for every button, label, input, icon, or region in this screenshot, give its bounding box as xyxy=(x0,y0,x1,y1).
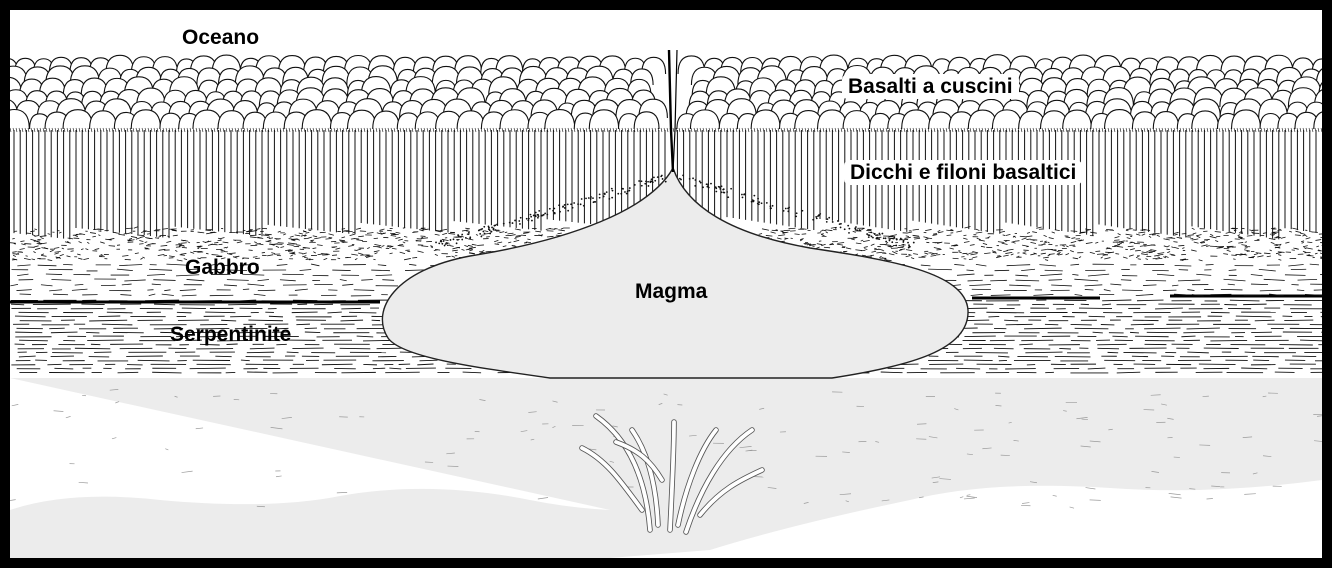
label-pillow-basalts: Basalti a cuscini xyxy=(842,74,1019,99)
label-ocean: Oceano xyxy=(182,27,259,48)
label-gabbro: Gabbro xyxy=(185,257,260,278)
label-serpentinite: Serpentinite xyxy=(170,324,291,345)
label-sheeted-dikes: Dicchi e filoni basaltici xyxy=(844,160,1082,185)
label-magma: Magma xyxy=(635,281,707,302)
